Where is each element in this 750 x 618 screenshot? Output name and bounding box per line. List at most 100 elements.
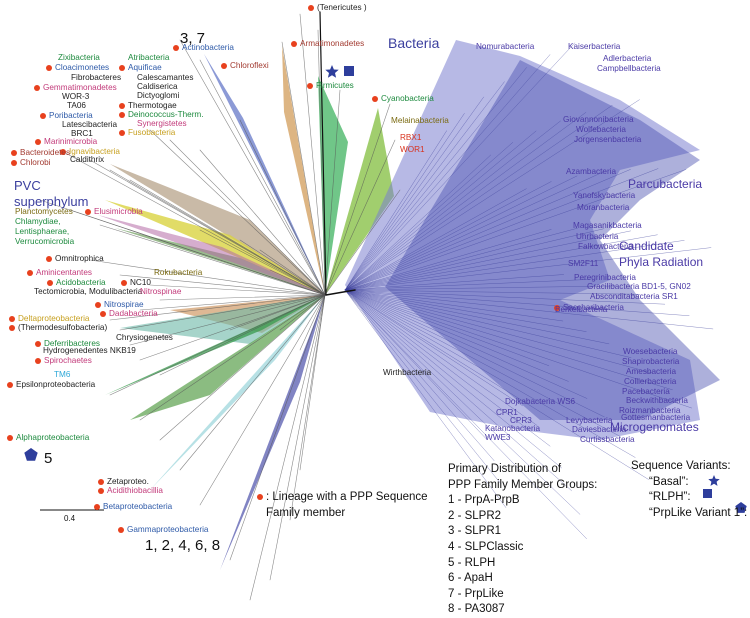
tree-branch <box>269 269 326 296</box>
taxon-label: Firmicutes <box>307 81 354 91</box>
tree-branch <box>179 39 326 296</box>
taxon-name: WWE3 <box>485 433 511 442</box>
taxon-label: Chrysiogenetes <box>116 333 173 343</box>
taxon-name: Nitrospinae <box>140 287 182 296</box>
taxon-label: Moranbacteria <box>577 203 629 213</box>
ppp-lineage-dot <box>35 138 41 145</box>
clade-wedge <box>130 295 325 420</box>
tree-branch <box>289 294 326 521</box>
taxon-name: Woesebacteria <box>623 347 678 356</box>
clade-wedge <box>220 295 325 570</box>
taxon-name: Gracilibacteria BD1-5, GN02 <box>587 282 691 291</box>
tree-branch <box>199 229 326 296</box>
taxon-name: Actinobacteria <box>182 43 234 52</box>
cpr-branch <box>344 289 610 345</box>
family-group-item: 6 - ApaH <box>448 572 493 585</box>
taxon-name: Zetaproteo. <box>107 477 149 486</box>
taxon-name: Falkowbacteria <box>578 242 634 251</box>
taxon-name: Nitrospirae <box>104 300 144 309</box>
taxon-label: Nomurabacteria <box>476 42 534 52</box>
taxon-label: Gracilibacteria BD1-5, GN02 <box>587 282 691 292</box>
ppp-lineage-dot <box>119 129 125 136</box>
taxon-label: BRC1 <box>71 129 93 139</box>
cpr-branch <box>344 289 588 399</box>
tree-branch <box>281 41 326 296</box>
tree-branch <box>324 139 396 296</box>
tree-marks <box>24 65 747 513</box>
family-groups-title-2: PPP Family Member Groups: <box>448 478 598 491</box>
tree-branch <box>109 294 326 321</box>
ppp-lineage-dot <box>119 64 125 71</box>
taxon-name: Shapirobacteria <box>622 357 680 366</box>
taxon-label: Berkelbacteria <box>555 305 607 315</box>
taxon-label: Epsilonproteobacteria <box>7 380 95 390</box>
taxon-label: Deltaproteobacteria <box>9 314 89 324</box>
taxon-label: Dictyoglomi <box>137 91 179 101</box>
taxon-label: Absconditabacteria SR1 <box>590 292 678 302</box>
variant-basal-label: “Basal”: <box>649 475 689 488</box>
taxon-name: Curtissbacteria <box>580 435 635 444</box>
cpr-branch <box>344 130 537 291</box>
cpr-branch <box>344 289 587 540</box>
tree-branch <box>299 294 326 471</box>
taxon-label: Yanofskybacteria <box>573 191 635 201</box>
taxon-name: Tectomicrobia, Modulibacteria <box>34 287 143 296</box>
taxon-label: Gammaproteobacteria <box>118 525 208 535</box>
taxon-label: Armatimonadetes <box>291 39 364 49</box>
ppp-lineage-dot <box>46 64 52 71</box>
taxon-label: Hydrogenedentes NKB19 <box>43 346 136 356</box>
taxon-label: Fibrobacteres <box>71 73 121 83</box>
taxon-label: CPR3 <box>510 416 532 426</box>
family-group-item: 2 - SLPR2 <box>448 509 502 522</box>
cpr-branch <box>344 142 514 291</box>
taxon-name: Cloacimonetes <box>55 63 110 72</box>
taxon-label: Alphaproteobacteria <box>7 433 89 443</box>
taxon-name: SM2F11 <box>568 259 599 268</box>
taxon-label: Pacebacteria <box>622 387 670 397</box>
taxon-name: Nomurabacteria <box>476 42 535 51</box>
taxon-name: Moranbacteria <box>577 203 630 212</box>
taxon-label: Jorgensenbacteria <box>574 135 641 145</box>
basal-variant-star <box>325 65 339 78</box>
cpr-branch <box>344 289 487 439</box>
cpr-branch <box>344 234 658 291</box>
taxon-name: Yanofskybacteria <box>573 191 636 200</box>
taxon-label: Chlorobi <box>11 158 51 168</box>
tree-branch <box>69 209 326 296</box>
taxon-name: Aquificae <box>128 63 162 72</box>
taxon-name: Omnitrophica <box>55 254 104 263</box>
taxon-name: Caldiserica <box>137 82 178 91</box>
cpr-branch <box>344 279 590 291</box>
taxon-label: Latescibacteria <box>62 120 117 130</box>
cpr-branch <box>344 289 587 332</box>
tree-branch <box>59 149 326 296</box>
ppp-lineage-dot <box>121 279 127 286</box>
taxon-name: (Tenericutes ) <box>317 3 367 12</box>
taxon-label: Roizmanbacteria <box>619 406 680 416</box>
taxon-name: Hydrogenedentes NKB19 <box>43 346 136 355</box>
ppp-lineage-dot <box>119 102 125 109</box>
legend-basal-star <box>708 475 720 486</box>
taxon-name: Thermotogae <box>128 101 177 110</box>
taxon-name: Jorgensenbacteria <box>574 135 642 144</box>
tree-branch <box>199 59 326 296</box>
tree-branches <box>39 11 720 601</box>
taxon-name: WOR-3 <box>62 92 90 101</box>
taxon-label: Betaproteobacteria <box>94 502 172 512</box>
ppp-lineage-dot <box>98 487 104 494</box>
annotation-3-7: 3, 7 <box>180 30 206 47</box>
taxon-label: Dojkabacteria WS6 <box>505 397 575 407</box>
taxon-label: Calescamantes <box>137 73 193 83</box>
taxon-label: Planctomycetes <box>15 207 73 217</box>
taxon-label: Thermotogae <box>119 101 177 111</box>
clade-wedge <box>150 295 325 490</box>
taxon-label: Bacteroidetes <box>11 148 70 158</box>
family-groups-title-1: Primary Distribution of <box>448 463 562 475</box>
ppp-lineage-dot <box>9 324 15 331</box>
taxon-label: Nitrospinae <box>140 287 181 297</box>
taxon-name: WOR1 <box>400 145 425 154</box>
lineage-legend: : Lineage with a PPP Sequence Family mem… <box>257 489 428 521</box>
taxon-name: Adlerbacteria <box>603 54 652 63</box>
scale-bar-label: 0.4 <box>64 514 76 523</box>
tree-branch <box>159 294 326 376</box>
